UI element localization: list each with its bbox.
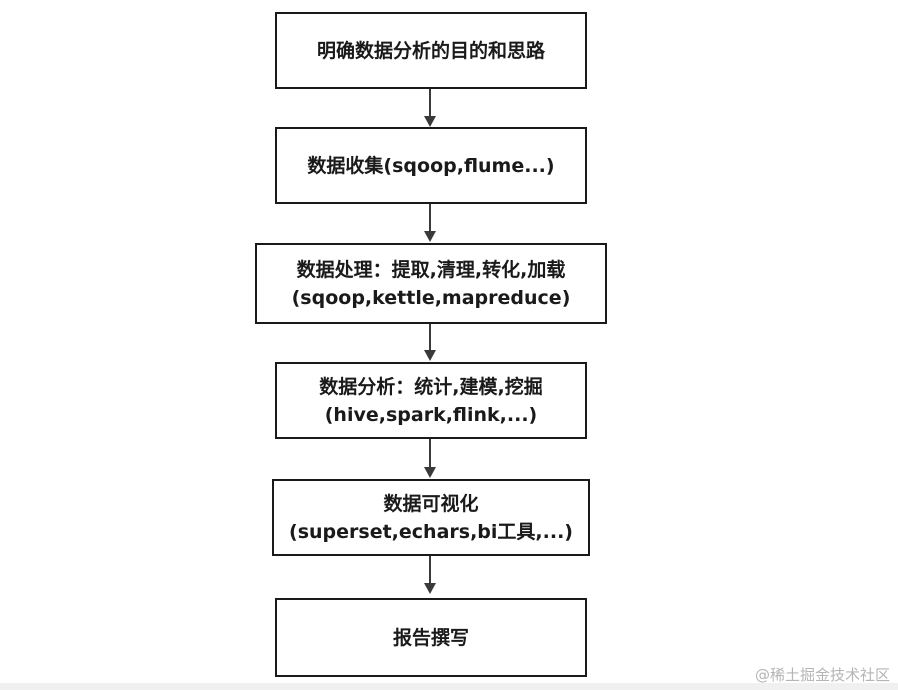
arrow-head-4: [424, 467, 436, 478]
step-data-analysis-line-2: (hive,spark,flink,...): [324, 403, 538, 426]
step-data-processing-line-2: (sqoop,kettle,mapreduce): [291, 286, 571, 309]
arrow-line-5: [429, 556, 431, 583]
arrow-head-5: [424, 583, 436, 594]
step-report-writing-label: 报告撰写: [392, 626, 469, 649]
step-data-analysis-line-1: 数据分析：统计,建模,挖掘: [319, 375, 543, 398]
arrow-head-3: [424, 350, 436, 361]
step-data-analysis: 数据分析：统计,建模,挖掘 (hive,spark,flink,...): [275, 362, 587, 439]
step-define-goal: 明确数据分析的目的和思路: [275, 12, 587, 89]
watermark: @稀土掘金技术社区: [754, 666, 890, 684]
arrow-line-3: [429, 324, 431, 350]
arrow-head-2: [424, 231, 436, 242]
arrow-head-1: [424, 116, 436, 127]
step-data-processing-line-1: 数据处理：提取,清理,转化,加载: [296, 258, 566, 281]
step-data-processing: 数据处理：提取,清理,转化,加载 (sqoop,kettle,mapreduce…: [255, 243, 607, 324]
arrow-line-4: [429, 439, 431, 467]
step-data-collection: 数据收集(sqoop,flume...): [275, 127, 587, 204]
bottom-strip: [0, 683, 898, 690]
arrow-line-2: [429, 204, 431, 231]
step-data-collection-label: 数据收集(sqoop,flume...): [307, 154, 555, 177]
step-define-goal-label: 明确数据分析的目的和思路: [316, 39, 545, 62]
arrow-line-1: [429, 89, 431, 116]
step-report-writing: 报告撰写: [275, 598, 587, 677]
step-data-visualization-line-2: (superset,echars,bi工具,...): [289, 520, 573, 543]
step-data-visualization-line-1: 数据可视化: [383, 492, 479, 515]
step-data-visualization: 数据可视化 (superset,echars,bi工具,...): [272, 479, 590, 556]
